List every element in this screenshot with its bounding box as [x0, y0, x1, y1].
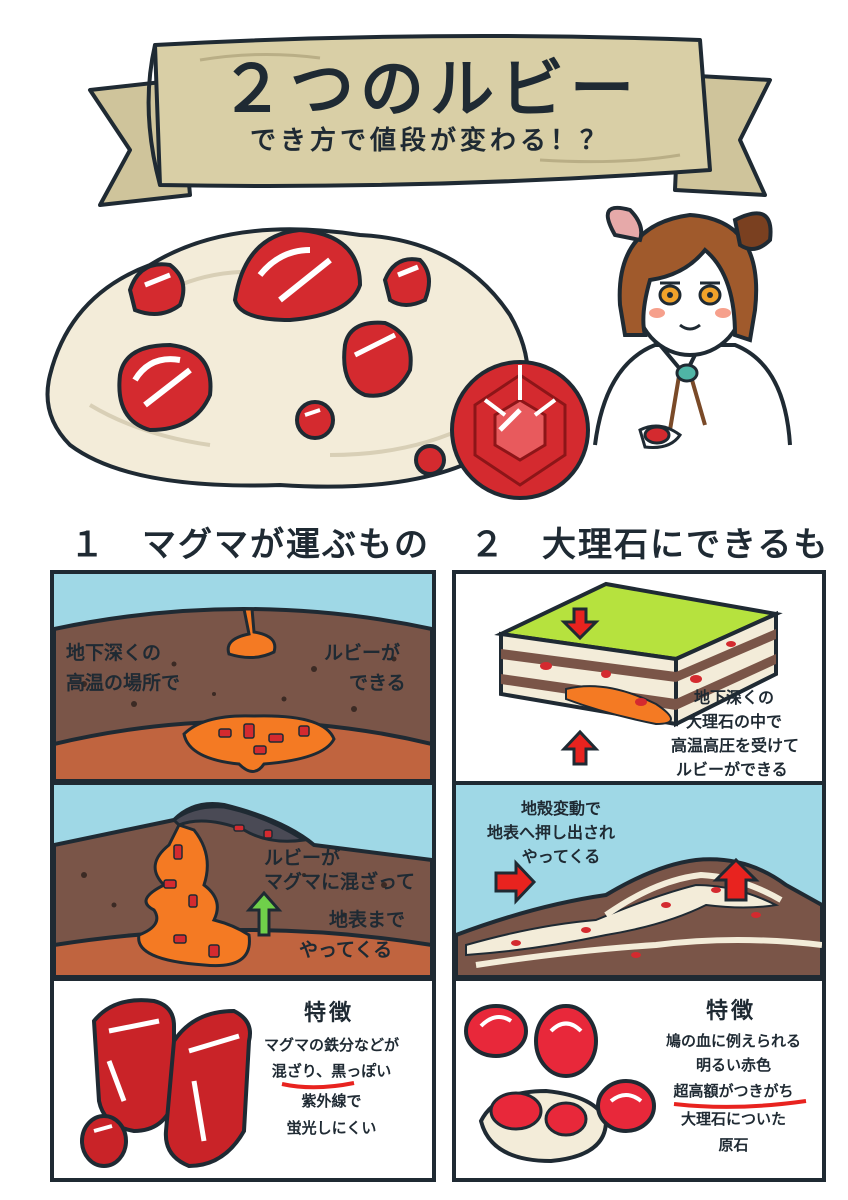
ruby-crystal — [232, 227, 363, 323]
magma-feature-line2: 混ざり、黒っぽい — [239, 1059, 424, 1084]
magma2-line3: 地表まで — [329, 909, 406, 931]
marble-feature-line5: 原石 — [718, 1136, 749, 1154]
panel-magma-features: 特徴 マグマの鉄分などが 混ざり、黒っぽい 紫外線で 蛍光しにくい — [50, 977, 436, 1182]
ruby-crystal — [295, 400, 335, 440]
ruby-crystal — [342, 320, 413, 398]
panel-marble-features: 特徴 鳩の血に例えられる 明るい赤色 超高額がつきがち 大理石についた 原石 — [452, 977, 826, 1182]
magma-feature-line2a: 混ざり、 — [271, 1062, 332, 1080]
magma2-line1: ルビーが — [264, 847, 341, 869]
marble-feature-heading: 特徴 — [705, 999, 756, 1024]
magma-feature-line1: マグマの鉄分などが — [263, 1036, 399, 1054]
ruby-crystal — [117, 342, 213, 433]
dark-ruby-crystals — [80, 998, 355, 1169]
title-banner — [88, 34, 772, 207]
magma-feature-line3: 紫外線で — [301, 1092, 362, 1110]
marble1-line3: 高温高圧を受けて — [671, 736, 800, 755]
marble2-line2: 地表へ押し出され — [486, 823, 615, 842]
page-subtitle: でき方で値段が変わる！？ — [249, 126, 610, 156]
magma-feature-heading: 特徴 — [303, 1001, 354, 1026]
page-title: ２つのルビー — [220, 53, 640, 127]
marble1-line2: 大理石の中で — [686, 712, 783, 731]
marble1-line1: 地下深くの — [694, 688, 775, 707]
magma-feature-line4: 蛍光しにくい — [286, 1119, 377, 1137]
marble2-line1: 地殻変動で — [520, 799, 601, 818]
panel-marble-uplift: 地殻変動で 地表へ押し出され やってくる — [452, 781, 826, 981]
marble-rock-with-rubies — [45, 227, 530, 489]
marble2-line3: やってくる — [521, 847, 601, 866]
panel-marble-formation: 地下深くの 大理石の中で 高温高圧を受けて ルビーができる — [452, 570, 826, 785]
panel-magma-ascent: ルビーが マグマに混ざって 地表まで やってくる — [50, 781, 436, 981]
magma2-line2: マグマに混ざって — [264, 871, 416, 893]
panel-magma-formation: 地下深くの 高温の場所で ルビーが できる — [50, 570, 436, 785]
magma1-left-line2: 高温の場所で — [66, 672, 181, 694]
marble-feature-line2: 明るい赤色 — [695, 1056, 771, 1074]
character-illustration — [593, 205, 792, 449]
ruby-crystal — [127, 262, 186, 316]
bright-ruby-crystals — [464, 1004, 807, 1164]
ruby-crystal — [414, 444, 446, 476]
magma1-right-line1: ルビーが — [324, 642, 401, 664]
cut-ruby-gem — [450, 360, 590, 500]
marble-feature-price-emphasis: 超高額がつきがち — [673, 1082, 794, 1100]
marble-feature-line4: 大理石についた — [680, 1110, 786, 1128]
ruby-crystal — [382, 257, 431, 307]
marble-feature-line1: 鳩の血に例えられる — [665, 1032, 801, 1050]
magma-feature-dark-emphasis: 黒っぽい — [331, 1062, 392, 1080]
section-heading-magma: １ マグマが運ぶもの — [70, 525, 430, 565]
marble1-line4: ルビーができる — [676, 760, 788, 779]
magma1-left-line1: 地下深くの — [66, 642, 162, 664]
magma2-line4: やってくる — [299, 939, 393, 961]
magma1-right-line2: できる — [349, 672, 406, 694]
